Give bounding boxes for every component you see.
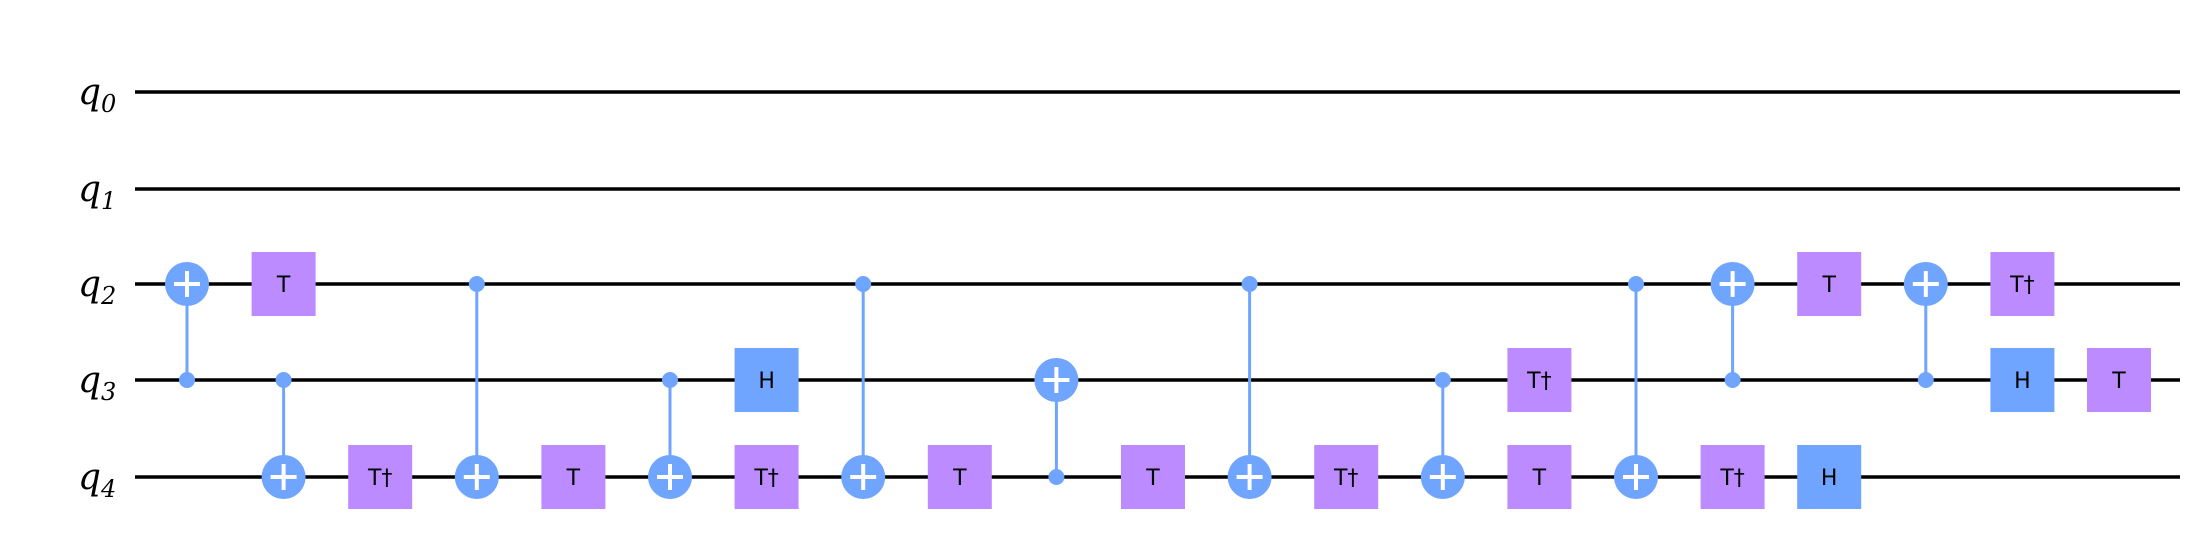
t-gate: T <box>927 445 992 509</box>
qubit-label-1: q1 <box>78 169 116 215</box>
gate-label: T <box>1532 466 1547 491</box>
t-dagger-gate-box <box>1314 445 1379 509</box>
qubit-label-3: q3 <box>78 360 116 406</box>
qubit-wires <box>135 90 2180 479</box>
gate-label: T† <box>1333 466 1358 491</box>
h-gate: H <box>1990 348 2055 412</box>
cnot-gate <box>1903 262 1948 388</box>
qubit-label-index: 2 <box>100 282 116 310</box>
t-gate: T <box>251 252 316 316</box>
gate-label: T† <box>1526 369 1551 394</box>
cnot-gate <box>1614 276 1658 499</box>
t-dagger-gate-box <box>1990 252 2055 316</box>
control-dot <box>1628 276 1644 292</box>
qubit-label-2: q2 <box>78 264 116 310</box>
t-gate-box <box>1507 445 1572 509</box>
t-gate: T <box>541 445 606 509</box>
qubit-label-index: 0 <box>101 90 116 118</box>
control-dot <box>1917 372 1934 388</box>
qubit-label-name: q <box>78 72 101 113</box>
qubit-label-index: 1 <box>101 187 116 215</box>
control-dot <box>1434 372 1451 388</box>
t-gate-box <box>927 445 992 509</box>
qubit-label-0: q0 <box>78 72 116 118</box>
t-gate: T <box>2087 348 2151 412</box>
cnot-gate <box>454 276 499 499</box>
t-dagger-gate-box <box>1700 445 1765 509</box>
control-dot <box>1048 469 1065 485</box>
t-dagger-gate: T† <box>1990 252 2055 316</box>
gate-layer: T T† T H T† T T T† T† T T† T H T† H T <box>165 252 2151 509</box>
gate-label: T <box>566 466 581 491</box>
t-gate-box <box>251 252 316 316</box>
gate-label: T <box>1821 273 1836 298</box>
t-dagger-gate-box <box>734 445 799 509</box>
t-dagger-gate: T† <box>1507 348 1572 412</box>
t-gate-box <box>1121 445 1185 509</box>
cnot-gate <box>841 276 886 499</box>
h-gate-box <box>1990 348 2055 412</box>
gate-label: H <box>2014 369 2031 394</box>
h-gate: H <box>734 348 799 412</box>
qubit-label-name: q <box>78 264 101 305</box>
gate-label: T <box>1145 466 1160 491</box>
qubit-label-name: q <box>78 457 101 498</box>
gate-label: H <box>1821 466 1838 491</box>
control-dot <box>1724 372 1741 388</box>
gate-label: H <box>758 369 775 394</box>
h-gate-box <box>1797 445 1862 509</box>
control-dot <box>1241 276 1258 292</box>
control-dot <box>179 372 195 388</box>
cnot-gate <box>1227 276 1272 499</box>
qubit-label-name: q <box>78 169 101 210</box>
t-gate-box <box>1797 252 1862 316</box>
gate-label: T† <box>2009 273 2034 298</box>
cnot-gate <box>1420 372 1465 499</box>
cnot-gate <box>648 372 692 499</box>
gate-label: T† <box>753 466 778 491</box>
t-dagger-gate: T† <box>1314 445 1379 509</box>
qubit-label-4: q4 <box>78 457 116 503</box>
control-dot <box>662 372 678 388</box>
qubit-label-index: 4 <box>100 475 116 503</box>
t-dagger-gate-box <box>348 445 413 509</box>
gate-label: T <box>2111 369 2126 394</box>
control-dot <box>275 372 292 388</box>
gate-label: T <box>952 466 967 491</box>
t-gate: T <box>1797 252 1862 316</box>
gate-label: T† <box>1719 466 1744 491</box>
gate-label: T <box>276 273 291 298</box>
control-dot <box>468 276 485 292</box>
t-gate-box <box>2087 348 2151 412</box>
qubit-label-index: 3 <box>101 378 116 406</box>
t-gate: T <box>1121 445 1185 509</box>
cnot-gate <box>1034 358 1079 485</box>
cnot-gate <box>1710 262 1755 388</box>
h-gate-box <box>734 348 799 412</box>
t-dagger-gate: T† <box>734 445 799 509</box>
cnot-gate <box>165 262 209 388</box>
qubit-label-name: q <box>78 360 101 401</box>
cnot-gate <box>261 372 306 499</box>
t-dagger-gate-box <box>1507 348 1572 412</box>
t-gate: T <box>1507 445 1572 509</box>
gate-label: T† <box>367 466 392 491</box>
control-dot <box>855 276 872 292</box>
t-gate-box <box>541 445 606 509</box>
t-dagger-gate: T† <box>1700 445 1765 509</box>
t-dagger-gate: T† <box>348 445 413 509</box>
h-gate: H <box>1797 445 1862 509</box>
